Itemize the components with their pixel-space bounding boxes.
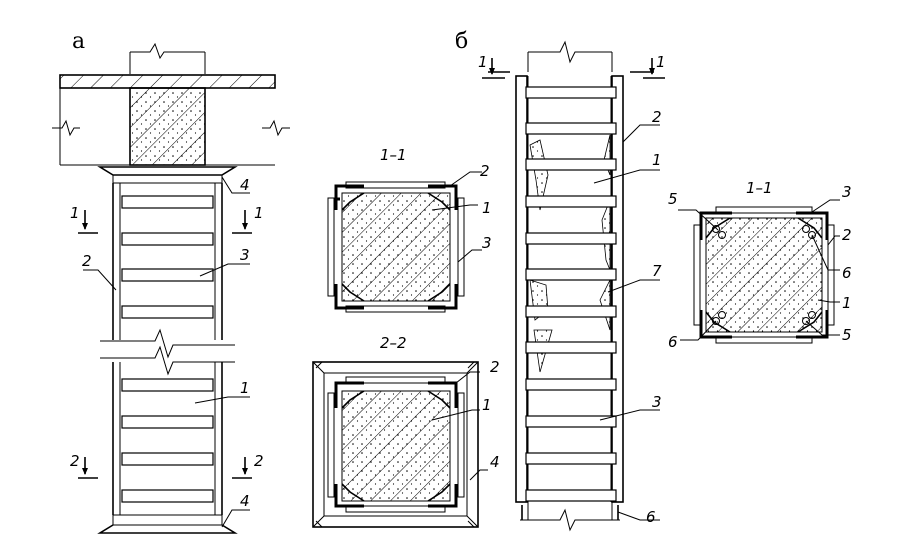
panel-b-mark-7: 7 [652, 262, 662, 280]
panel-a-elevation [52, 42, 290, 534]
section-b-1-1-title: 1–1 [746, 179, 773, 197]
panel-a-mark-2: 2 [82, 252, 92, 270]
section-b-1-1-mark-5-bottom: 5 [842, 326, 852, 344]
panel-b-mark-2: 2 [652, 108, 662, 126]
panel-b-mark-1: 1 [652, 151, 662, 169]
section-1-1 [327, 171, 482, 313]
panel-a-section-2-right: 2 [254, 452, 264, 470]
panel-a-mark-4-bottom: 4 [240, 492, 250, 510]
section-1-1-mark-1: 1 [482, 199, 492, 217]
panel-a-section-1-left: 1 [70, 204, 80, 222]
section-2-2-mark-4: 4 [490, 453, 500, 471]
section-1-1-mark-2: 2 [480, 162, 490, 180]
panel-a-label: а [72, 29, 85, 54]
panel-b-mark-6: 6 [646, 508, 656, 526]
panel-a-mark-1: 1 [240, 379, 250, 397]
panel-b-elevation [482, 40, 665, 532]
section-b-1-1-mark-2: 2 [842, 226, 852, 244]
section-2-2-mark-2: 2 [490, 358, 500, 376]
section-1-1-mark-3: 3 [482, 234, 492, 252]
panel-b-section-1-right: 1 [656, 53, 666, 71]
panel-b-label: б [455, 29, 468, 54]
panel-a-section-2-left: 2 [70, 452, 80, 470]
section-b-1-1 [678, 199, 840, 344]
section-b-1-1-mark-6-right: 6 [842, 264, 852, 282]
panel-a-mark-4-top: 4 [240, 176, 250, 194]
panel-a-mark-3: 3 [240, 246, 250, 264]
section-b-1-1-mark-6-left: 6 [668, 333, 678, 351]
section-1-1-title: 1–1 [380, 146, 407, 164]
section-2-2 [312, 361, 488, 528]
section-b-1-1-mark-1: 1 [842, 294, 852, 312]
panel-a-section-1-right: 1 [254, 204, 264, 222]
section-2-2-title: 2–2 [380, 334, 407, 352]
panel-b-section-1-left: 1 [478, 53, 488, 71]
section-2-2-mark-1: 1 [482, 396, 492, 414]
section-b-1-1-mark-3: 3 [842, 183, 852, 201]
panel-b-mark-3: 3 [652, 393, 662, 411]
section-b-1-1-mark-5-top: 5 [668, 190, 678, 208]
